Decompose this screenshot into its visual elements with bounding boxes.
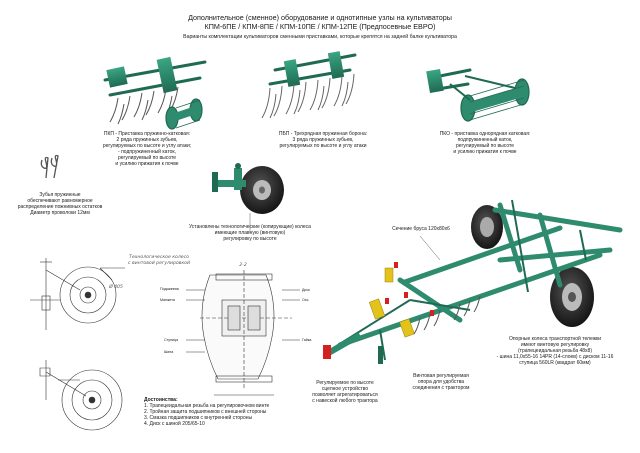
tech-wheel-drawing-1 <box>30 258 125 330</box>
section-mark: 2-2 <box>239 263 247 268</box>
copy-wheel-drawing <box>212 163 284 214</box>
label-disc: Диск <box>302 288 310 292</box>
subtitle: Варианты комплектации культиваторов смен… <box>183 34 457 40</box>
hitch-icon <box>323 345 331 359</box>
title-line-1: Дополнительное (сменное) оборудование и … <box>188 13 452 22</box>
diameter-label: Ø 405 <box>109 285 123 290</box>
spring-teeth-icon <box>40 154 59 179</box>
advantages-block: Достоинства: 1. Трапецеидальная резьба н… <box>144 397 270 427</box>
attachment-pko-drawing <box>426 68 530 122</box>
tech-wheel-label: Технологическое колесо с винтовой регули… <box>128 255 190 266</box>
label-bearing: Подшипник <box>160 287 180 291</box>
attachment-pkp-drawing <box>103 56 207 130</box>
attachment-pko-caption: ПКО - приставка однорядная катковая: под… <box>439 131 531 155</box>
title-line-2: КПМ-6ПЕ / КПМ-8ПЕ / КПМ-10ПЕ / КПМ-12ПЕ … <box>204 22 436 31</box>
hub-section-drawing <box>186 270 300 396</box>
transport-wheel-note: Опорные колеса транспортной тележки имею… <box>496 336 614 366</box>
label-hub: Ступица <box>164 338 179 342</box>
tech-wheel-drawing-2 <box>39 360 123 431</box>
hitch-note: Регулируемое по высоте сцепное устройств… <box>312 380 378 404</box>
label-axle: Ось <box>302 298 309 302</box>
attachment-pbp-caption: ПБП - Трехрядная пружинная борона: 3 ряд… <box>278 131 368 149</box>
cultivator-frame <box>323 199 623 364</box>
label-tire: Шина <box>164 350 174 354</box>
beam-section-note: Сечение бруса 120х80х6 <box>392 226 450 232</box>
attachment-pkp-caption: ПКП - Приставка пружинно-катковая: 2 ряд… <box>102 131 192 167</box>
label-seal: Манжета <box>160 298 175 302</box>
copy-wheel-note: Установлены технологические (копирующие)… <box>189 224 311 242</box>
label-nut: Гайка <box>302 338 312 342</box>
spring-teeth-note: Зубья пружинные обеспечивают равномерное… <box>17 192 103 216</box>
attachment-pbp-drawing <box>261 51 357 119</box>
support-note: Винтовая регулируемая опора для удобства… <box>412 373 470 391</box>
